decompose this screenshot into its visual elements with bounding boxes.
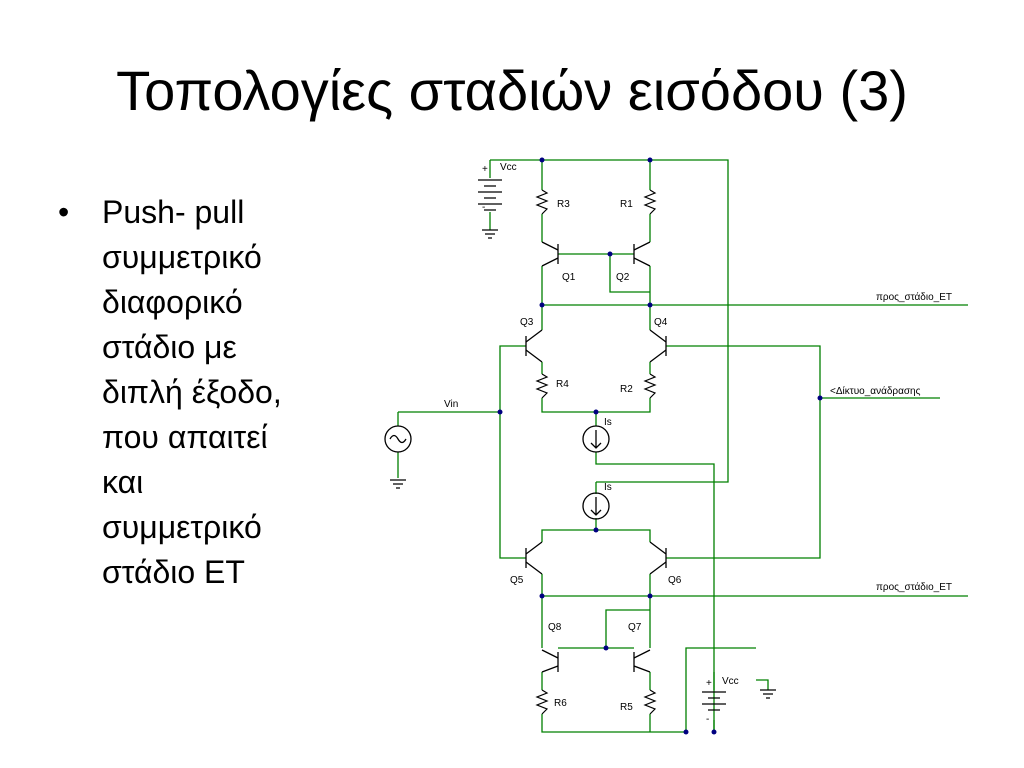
transistor-q2 — [633, 241, 651, 267]
label-vin: Vin — [444, 399, 458, 410]
resistor-r2 — [643, 373, 657, 399]
bullet-line: συμμετρικό — [102, 509, 262, 545]
label-q3: Q3 — [520, 317, 534, 328]
label-is-bottom: Is — [604, 482, 612, 493]
transistor-q3 — [525, 329, 543, 363]
bullet-list: • Push- pull συμμετρικό διαφορικό στάδιο… — [58, 190, 358, 595]
resistor-r6 — [535, 689, 549, 715]
bullet-text: Push- pull συμμετρικό διαφορικό στάδιο μ… — [102, 190, 358, 595]
label-minus-bottom: - — [706, 714, 709, 725]
bullet-line: στάδιο με — [102, 329, 237, 365]
junction-dots — [497, 157, 823, 735]
current-source-bottom-icon — [582, 492, 610, 520]
bullet-marker: • — [58, 194, 70, 230]
wires — [397, 159, 968, 733]
transistor-q5 — [525, 541, 543, 575]
label-q6: Q6 — [668, 575, 682, 586]
label-r1: R1 — [620, 199, 633, 210]
transistor-q7 — [633, 649, 651, 673]
bullet-line: διπλή έξοδο, — [102, 374, 282, 410]
label-minus-top: - — [482, 202, 485, 213]
ac-source-icon — [384, 425, 412, 489]
bullet-line: συμμετρικό — [102, 239, 262, 275]
transistor-q6 — [649, 541, 667, 575]
label-vcc-bottom: Vcc — [722, 676, 739, 687]
resistor-r4 — [535, 373, 549, 399]
current-sources — [582, 425, 610, 520]
label-vcc-top: Vcc — [500, 162, 517, 173]
label-r3: R3 — [557, 199, 570, 210]
bullet-line: στάδιο ΕΤ — [102, 554, 245, 590]
resistors — [535, 189, 657, 715]
bullet-line: διαφορικό — [102, 284, 243, 320]
label-q7: Q7 — [628, 622, 642, 633]
slide-title: Τοπολογίες σταδιών εισόδου (3) — [116, 59, 908, 122]
label-out-top: προς_στάδιο_ΕΤ — [876, 291, 952, 303]
label-q2: Q2 — [616, 272, 630, 283]
label-feedback: <Δίκτυο_ανάδρασης — [830, 385, 921, 397]
label-q4: Q4 — [654, 317, 668, 328]
bullet-line: Push- pull — [102, 194, 245, 230]
current-source-top-icon — [582, 425, 610, 453]
label-r5: R5 — [620, 702, 633, 713]
battery-top-icon — [478, 179, 502, 239]
label-q8: Q8 — [548, 622, 562, 633]
label-plus-bottom: + — [706, 678, 712, 689]
resistor-r3 — [535, 189, 549, 215]
transistor-q4 — [649, 329, 667, 363]
resistor-r1 — [643, 189, 657, 215]
bullet-line: που απαιτεί — [102, 419, 268, 455]
resistor-r5 — [643, 689, 657, 715]
label-r4: R4 — [556, 379, 569, 390]
label-q5: Q5 — [510, 575, 524, 586]
label-r6: R6 — [554, 698, 567, 709]
transistor-q8 — [541, 649, 559, 673]
schematic-labels: Vcc + - R3 R1 Q1 Q2 Q3 Q4 R4 R2 Vin Is I… — [444, 162, 952, 725]
label-plus-top: + — [482, 164, 488, 175]
label-out-bottom: προς_στάδιο_ΕΤ — [876, 581, 952, 593]
label-q1: Q1 — [562, 272, 576, 283]
bullet-line: και — [102, 464, 144, 500]
label-is-top: Is — [604, 417, 612, 428]
battery-bottom-icon — [702, 689, 776, 711]
label-r2: R2 — [620, 384, 633, 395]
transistor-q1 — [541, 241, 559, 267]
transistors — [525, 241, 667, 673]
